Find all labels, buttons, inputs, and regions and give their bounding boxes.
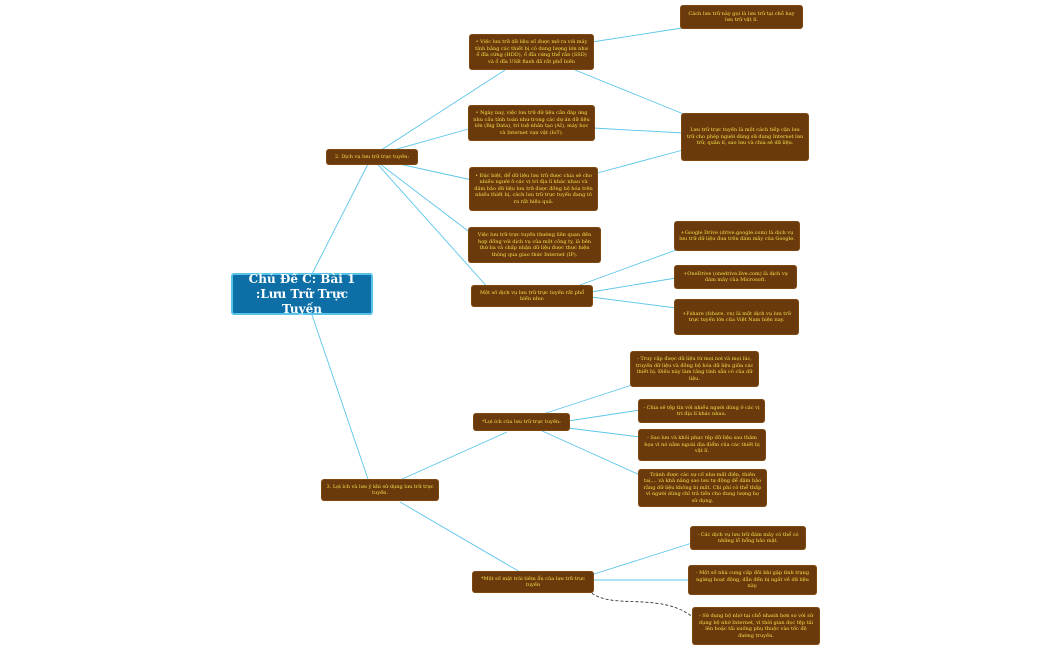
node-label: • Ngày nay, việc lưu trữ dữ liệu cần đáp… [473, 110, 590, 136]
link-n3-r2 [589, 149, 684, 176]
link-n1-r1 [591, 27, 683, 43]
link-c-c3-dashed [587, 589, 695, 619]
link-b3-p [399, 431, 508, 481]
node-drawback-outage[interactable]: - Một số nhà cung cấp đôi khi gặp tình t… [689, 566, 816, 594]
node-label: +OneDrive (onedrive.live.com) là dịch vụ… [683, 270, 788, 284]
node-label: - Các dịch vụ lưu trữ đám mây có thể có … [697, 531, 799, 545]
branch-benefits-and-notes[interactable]: 3. Lợi ích và lưu ý khi sử dụng lưu trữ … [322, 480, 438, 500]
node-physical-storage-history[interactable]: • Việc lưu trữ dữ liệu số được mở ra với… [470, 35, 593, 69]
link-p-p2 [567, 409, 641, 422]
node-sharing-sync[interactable]: • Đặc biệt, để dữ liệu lưu trữ được chia… [470, 168, 597, 210]
link-p-p4 [539, 429, 641, 476]
link-n5-s2 [590, 277, 677, 293]
link-root-b2 [311, 159, 371, 275]
link-p-p1 [539, 384, 633, 416]
link-b3-c [399, 501, 521, 573]
node-benefit-backup-restore[interactable]: - Sao lưu và khôi phục tệp dữ liệu sau t… [639, 430, 765, 460]
node-label: *Một số mặt trái tiềm ẩn của lưu trữ trự… [480, 575, 586, 589]
link-b2-n4 [371, 157, 481, 241]
node-label: - Truy cập được dữ liệu từ mọi nơi và mọ… [635, 356, 754, 382]
link-b2-n1 [371, 69, 506, 157]
node-label: Tránh được các sự cố như mất điện, thiên… [643, 471, 762, 504]
node-label: Việc lưu trữ trực tuyến thường liên quan… [477, 232, 592, 258]
node-label: Cách lưu trữ này gọi là lưu trữ tại chỗ … [688, 10, 795, 24]
link-n1-r2 [574, 69, 687, 116]
link-root-b3 [311, 314, 371, 486]
link-b2-n5 [371, 157, 491, 291]
link-n2-r2 [592, 127, 684, 134]
node-benefit-access-anywhere[interactable]: - Truy cập được dữ liệu từ mọi nơi và mọ… [631, 352, 758, 386]
root-topic[interactable]: Chủ Đề C: Bài 1 :Lưu Trữ Trực Tuyến [231, 271, 373, 316]
node-drawbacks[interactable]: *Một số mặt trái tiềm ẩn của lưu trữ trự… [473, 572, 593, 592]
node-big-data-needs[interactable]: • Ngày nay, việc lưu trữ dữ liệu cần đáp… [469, 106, 594, 140]
node-popular-services[interactable]: Một số dịch vụ lưu trữ trực tuyến rất ph… [472, 286, 592, 306]
node-label: Lưu trữ trực tuyến là một cách tiếp cận … [686, 127, 804, 147]
node-label: +Fshare (fshare. vn) là một dịch vụ lưu … [682, 310, 791, 324]
node-online-storage-definition[interactable]: Lưu trữ trực tuyến là một cách tiếp cận … [682, 114, 808, 160]
link-p-p3 [567, 427, 641, 438]
node-google-drive[interactable]: +Google Drive (drive.google.com) là dịch… [675, 222, 799, 250]
node-label: - Một số nhà cung cấp đôi khi gặp tình t… [695, 570, 810, 590]
node-label: 3. Lợi ích và lưu ý khi sử dụng lưu trữ … [326, 483, 434, 497]
link-n5-s3 [590, 296, 677, 309]
node-label: - Sao lưu và khôi phục tệp dữ liệu sau t… [644, 435, 760, 455]
node-label: • Việc lưu trữ dữ liệu số được mở ra với… [475, 39, 588, 65]
node-benefit-file-sharing[interactable]: - Chia sẻ tệp tin với nhiều người dùng ở… [639, 400, 764, 422]
link-n5-s1 [579, 249, 677, 286]
node-label: Một số dịch vụ lưu trữ trực tuyến rất ph… [479, 289, 585, 303]
node-label: 2. Dịch vụ lưu trữ trực tuyến: [334, 153, 410, 160]
node-onedrive[interactable]: +OneDrive (onedrive.live.com) là dịch vụ… [675, 266, 796, 288]
node-label: - Chia sẻ tệp tin với nhiều người dùng ở… [643, 404, 760, 418]
node-label: - Sử dụng bộ nhớ tại chỗ nhanh hơn so vớ… [698, 613, 814, 639]
node-label: • Đặc biệt, để dữ liệu lưu trữ được chia… [474, 172, 593, 205]
node-benefits[interactable]: *Lợi ích của lưu trữ trực tuyến: [474, 414, 569, 430]
node-drawback-speed[interactable]: - Sử dụng bộ nhớ tại chỗ nhanh hơn so vớ… [693, 608, 819, 644]
root-label: Chủ Đề C: Bài 1 :Lưu Trữ Trực Tuyến [248, 271, 356, 316]
node-benefit-avoid-incidents[interactable]: Tránh được các sự cố như mất điện, thiên… [639, 470, 766, 506]
link-c-c1 [590, 542, 693, 576]
node-label: +Google Drive (drive.google.com) là dịch… [679, 229, 795, 243]
node-on-site-storage[interactable]: Cách lưu trữ này gọi là lưu trữ tại chỗ … [681, 6, 802, 28]
node-fshare[interactable]: +Fshare (fshare. vn) là một dịch vụ lưu … [675, 300, 798, 334]
branch-online-storage-services[interactable]: 2. Dịch vụ lưu trữ trực tuyến: [327, 150, 417, 164]
node-drawback-security[interactable]: - Các dịch vụ lưu trữ đám mây có thể có … [691, 527, 805, 549]
node-label: *Lợi ích của lưu trữ trực tuyến: [482, 418, 561, 425]
node-third-party-contract[interactable]: Việc lưu trữ trực tuyến thường liên quan… [469, 228, 600, 262]
